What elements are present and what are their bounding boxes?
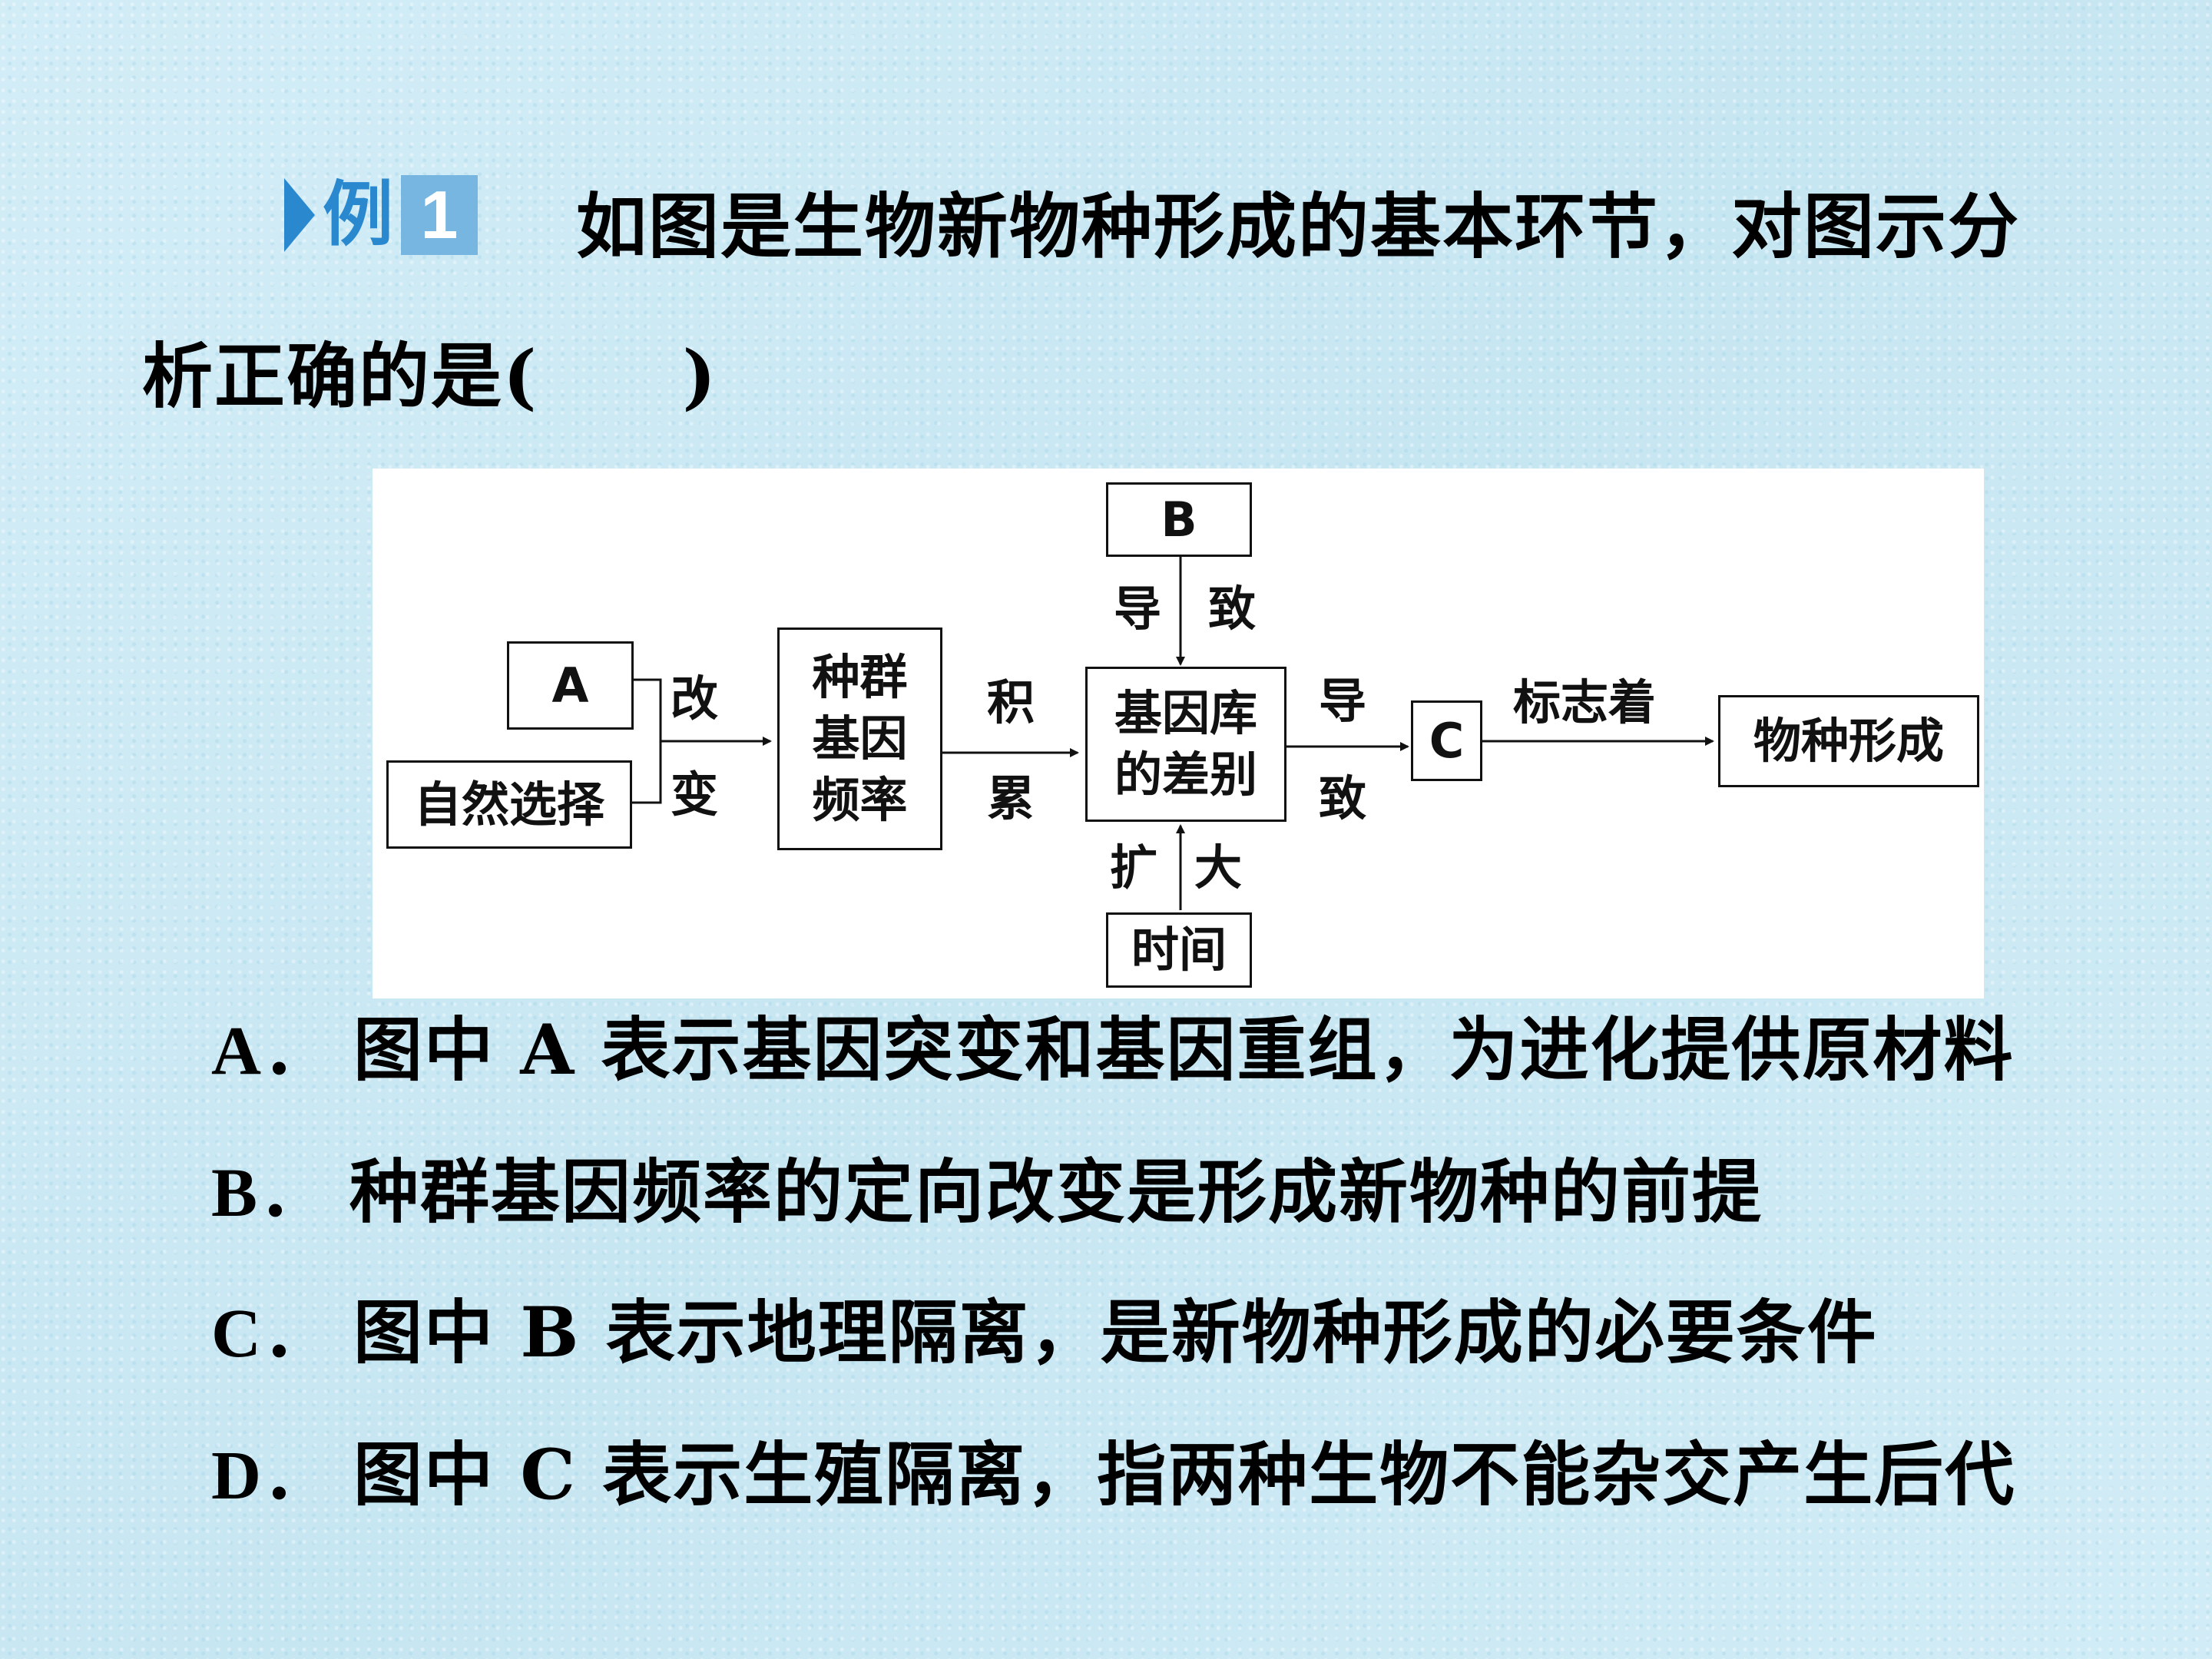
label-kuo: 扩 (1110, 839, 1158, 896)
option-a-text: 图中 A 表示基因突变和基因重组，为进化提供原材料 (353, 1009, 2015, 1091)
box-species-formation: 物种形成 (1718, 695, 1979, 787)
box-natural-selection: 自然选择 (386, 760, 632, 849)
label-da: 大 (1194, 839, 1243, 896)
question-line-1: 如图是生物新物种形成的基本环节，对图示分 (576, 185, 2021, 268)
badge-number: 1 (401, 175, 478, 255)
box-gene-pool-difference: 基因库 的差别 (1085, 667, 1286, 822)
label-ji: 积 (987, 674, 1035, 730)
label-lei: 累 (987, 770, 1035, 826)
example-badge: 例 1 (284, 175, 495, 255)
diagram-connectors (630, 557, 1714, 910)
badge-word: 例 (323, 174, 394, 256)
option-b-key: B． (211, 1155, 330, 1231)
option-c-key: C． (211, 1296, 333, 1372)
play-arrow-icon (284, 178, 315, 252)
option-a-key: A． (211, 1013, 333, 1089)
speciation-diagram: A 自然选择 改 变 种群 基因 频率 积 累 B 导 致 基因库 的差别 扩 … (373, 469, 1984, 998)
option-c-text: 图中 B 表示地理隔离，是新物种形成的必要条件 (353, 1292, 1878, 1373)
label-gai: 改 (671, 671, 719, 727)
freq-line-2: 基因 (812, 710, 908, 767)
answer-paren-close: ) (682, 335, 717, 418)
option-b-text: 种群基因频率的定向改变是形成新物种的前提 (349, 1151, 1763, 1233)
label-bian: 变 (671, 767, 719, 823)
box-a: A (507, 641, 634, 730)
question-line-2: 析正确的是() (142, 334, 716, 419)
option-d-key: D． (211, 1438, 333, 1514)
option-c[interactable]: C． 图中 B 表示地理隔离，是新物种形成的必要条件 (211, 1290, 1878, 1376)
label-dao-right: 导 (1319, 673, 1367, 729)
answer-paren-open: ( (503, 335, 537, 418)
option-a[interactable]: A． 图中 A 表示基因突变和基因重组，为进化提供原材料 (211, 1008, 2015, 1094)
freq-line-3: 频率 (812, 772, 908, 828)
label-marks: 标志着 (1513, 674, 1657, 730)
box-b: B (1106, 482, 1252, 557)
freq-line-1: 种群 (812, 649, 908, 705)
box-time: 时间 (1106, 912, 1252, 988)
box-c: C (1411, 700, 1482, 781)
box-gene-frequency: 种群 基因 频率 (777, 628, 942, 850)
pool-line-1: 基因库 (1114, 685, 1257, 741)
pool-line-2: 的差别 (1114, 747, 1257, 803)
option-b[interactable]: B．种群基因频率的定向改变是形成新物种的前提 (211, 1150, 1763, 1236)
option-d-text: 图中 C 表示生殖隔离，指两种生物不能杂交产生后代 (353, 1434, 2016, 1515)
merge-bracket (630, 678, 662, 804)
label-dao-top: 导 (1114, 581, 1162, 637)
option-d[interactable]: D． 图中 C 表示生殖隔离，指两种生物不能杂交产生后代 (211, 1432, 2015, 1518)
question-text-2: 析正确的是 (142, 335, 504, 418)
label-zhi-right: 致 (1319, 770, 1367, 826)
label-zhi-top: 致 (1208, 581, 1257, 637)
